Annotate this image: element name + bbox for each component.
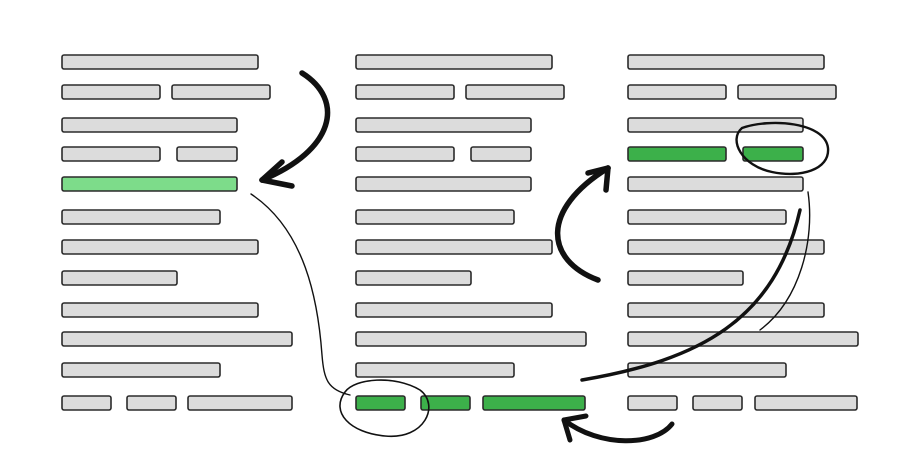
connector-left-to-bottom bbox=[250, 193, 351, 396]
arrow-middle-to-right-up-arrowhead-1 bbox=[585, 165, 611, 176]
text-line-bar-left-row3-seg1 bbox=[61, 117, 238, 133]
arrow-middle-to-right-up bbox=[554, 165, 611, 283]
text-line-bar-middle-row4-seg1 bbox=[355, 146, 455, 162]
text-line-bar-middle-row9-seg1 bbox=[355, 302, 553, 318]
text-line-bar-left-row1-seg1 bbox=[61, 54, 259, 70]
text-line-bar-right-row2-seg1 bbox=[627, 84, 727, 100]
circle-right-segment bbox=[735, 121, 830, 176]
text-line-bar-right-row2-seg2 bbox=[737, 84, 837, 100]
column-left bbox=[61, 54, 293, 411]
arrow-bottom-right-curve bbox=[561, 413, 675, 444]
text-line-bar-middle-row8-seg1 bbox=[355, 270, 472, 286]
text-line-bar-left-row4-seg2 bbox=[176, 146, 238, 162]
highlighted-bar-left-row5-seg1 bbox=[61, 176, 238, 192]
arrow-top-left-curve bbox=[259, 70, 331, 189]
text-line-bar-left-row12-seg1 bbox=[61, 395, 112, 411]
text-line-bar-middle-row1-seg1 bbox=[355, 54, 553, 70]
highlighted-bar-middle-row12-seg3 bbox=[482, 395, 586, 411]
column-middle bbox=[355, 54, 587, 411]
highlighted-bar-right-row4-seg2 bbox=[742, 146, 804, 162]
arrow-bottom-right-curve-arrowhead-1 bbox=[561, 413, 589, 423]
text-line-bar-left-row12-seg3 bbox=[187, 395, 293, 411]
text-line-bar-right-row10-seg1 bbox=[627, 331, 859, 347]
bars-layer bbox=[61, 54, 859, 411]
text-line-bar-right-row12-seg2 bbox=[692, 395, 743, 411]
arrow-top-left-curve-arrowhead-1 bbox=[259, 159, 285, 183]
arrow-middle-to-right-up-arrowhead-2 bbox=[603, 165, 611, 193]
text-line-bar-left-row7-seg1 bbox=[61, 239, 259, 255]
connector-right-column-down-stroke bbox=[759, 191, 811, 331]
text-line-bar-right-row9-seg1 bbox=[627, 302, 825, 318]
text-line-bar-left-row4-seg1 bbox=[61, 146, 161, 162]
connector-left-to-bottom-stroke bbox=[250, 193, 351, 396]
text-line-bar-left-row6-seg1 bbox=[61, 209, 221, 225]
text-line-bar-right-row6-seg1 bbox=[627, 209, 787, 225]
arrow-bottom-right-curve-arrowhead-2 bbox=[561, 417, 573, 443]
arrow-middle-to-right-up-stroke bbox=[554, 165, 611, 283]
text-line-bar-right-row12-seg1 bbox=[627, 395, 678, 411]
annotations-layer bbox=[250, 70, 830, 444]
circle-middle-bottom-segment bbox=[339, 379, 430, 437]
circle-right-segment-stroke bbox=[735, 121, 830, 176]
connector-right-column-down bbox=[759, 191, 811, 331]
text-line-bar-left-row10-seg1 bbox=[61, 331, 293, 347]
circle-middle-bottom-segment-stroke bbox=[339, 379, 430, 437]
text-line-bar-right-row12-seg3 bbox=[754, 395, 858, 411]
text-line-bar-right-row7-seg1 bbox=[627, 239, 825, 255]
text-line-bar-middle-row11-seg1 bbox=[355, 362, 515, 378]
connector-bottom-to-right-stroke bbox=[580, 208, 802, 382]
arrow-top-left-curve-stroke bbox=[259, 70, 331, 183]
text-line-bar-middle-row2-seg1 bbox=[355, 84, 455, 100]
column-right bbox=[627, 54, 859, 411]
arrow-top-left-curve-arrowhead-2 bbox=[259, 177, 295, 189]
connector-bottom-to-right bbox=[580, 208, 802, 382]
text-line-bar-right-row1-seg1 bbox=[627, 54, 825, 70]
text-line-bar-left-row2-seg2 bbox=[171, 84, 271, 100]
highlighted-bar-middle-row12-seg1 bbox=[355, 395, 406, 411]
text-line-bar-middle-row5-seg1 bbox=[355, 176, 532, 192]
text-line-bar-left-row8-seg1 bbox=[61, 270, 178, 286]
highlighted-bar-middle-row12-seg2 bbox=[420, 395, 471, 411]
text-line-bar-left-row12-seg2 bbox=[126, 395, 177, 411]
arrow-bottom-right-curve-stroke bbox=[561, 417, 675, 444]
text-line-bar-middle-row6-seg1 bbox=[355, 209, 515, 225]
text-line-bar-middle-row10-seg1 bbox=[355, 331, 587, 347]
text-line-bar-left-row9-seg1 bbox=[61, 302, 259, 318]
text-line-bar-middle-row4-seg2 bbox=[470, 146, 532, 162]
text-line-bar-middle-row2-seg2 bbox=[465, 84, 565, 100]
text-line-bar-right-row5-seg1 bbox=[627, 176, 804, 192]
text-line-bar-middle-row3-seg1 bbox=[355, 117, 532, 133]
text-line-bar-left-row11-seg1 bbox=[61, 362, 221, 378]
text-line-bar-left-row2-seg1 bbox=[61, 84, 161, 100]
text-line-bar-middle-row7-seg1 bbox=[355, 239, 553, 255]
text-line-bar-right-row3-seg1 bbox=[627, 117, 804, 133]
text-line-bar-right-row8-seg1 bbox=[627, 270, 744, 286]
highlighted-bar-right-row4-seg1 bbox=[627, 146, 727, 162]
